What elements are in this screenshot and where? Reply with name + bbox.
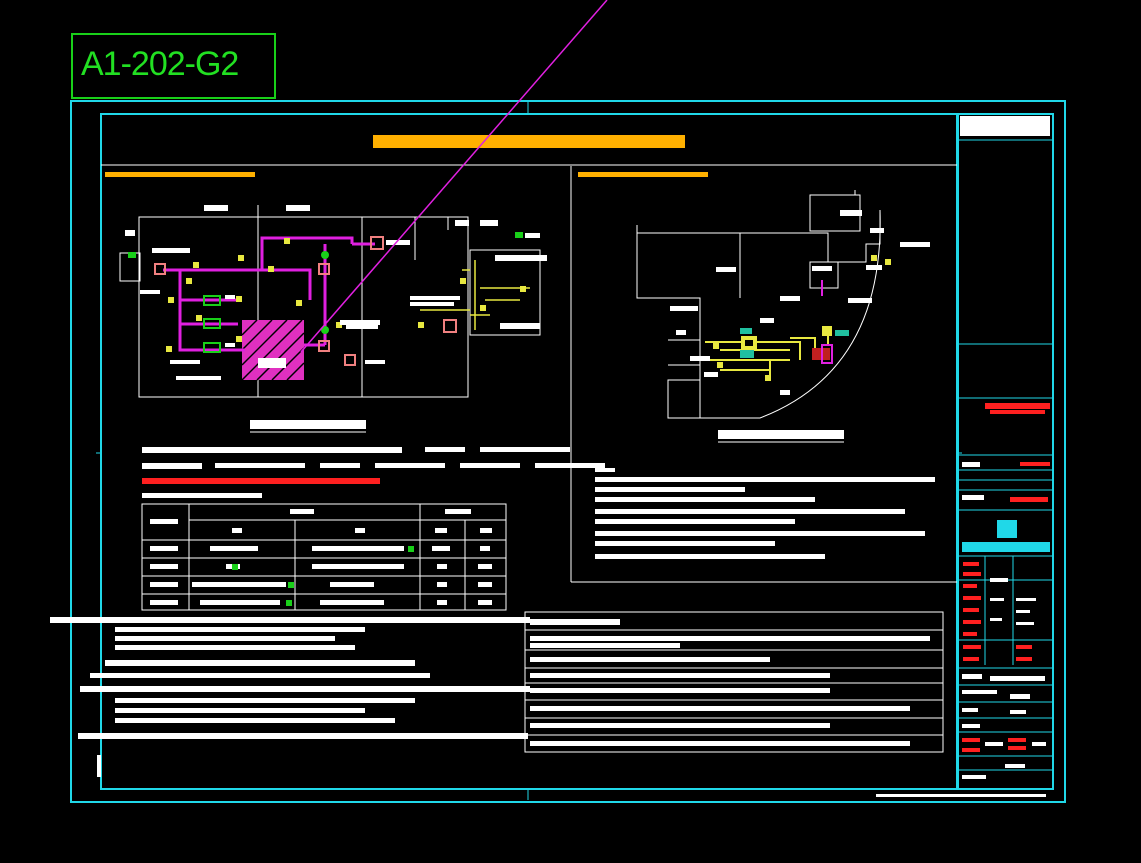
legend-notes	[142, 447, 605, 498]
notes-table	[524, 611, 944, 753]
ventilation-plan-left	[119, 205, 547, 433]
ventilation-plan-right	[636, 190, 930, 443]
plan-caption-right	[718, 430, 844, 439]
sheet-tag-label: A1-202-G2	[81, 45, 239, 83]
overflow-notes	[50, 617, 530, 777]
warning-note	[142, 478, 380, 484]
drawing-title	[373, 135, 685, 148]
equipment-table	[141, 503, 507, 611]
section-header-left	[105, 172, 255, 177]
section-header-right	[578, 172, 708, 177]
hatched-room	[241, 319, 305, 381]
pointer-line	[300, 0, 608, 353]
title-block	[957, 113, 1054, 790]
plan-caption-left	[250, 420, 366, 429]
outer-frame	[70, 100, 1066, 803]
design-notes-right	[595, 468, 935, 559]
sheet-tag-box: A1-202-G2	[71, 33, 276, 99]
